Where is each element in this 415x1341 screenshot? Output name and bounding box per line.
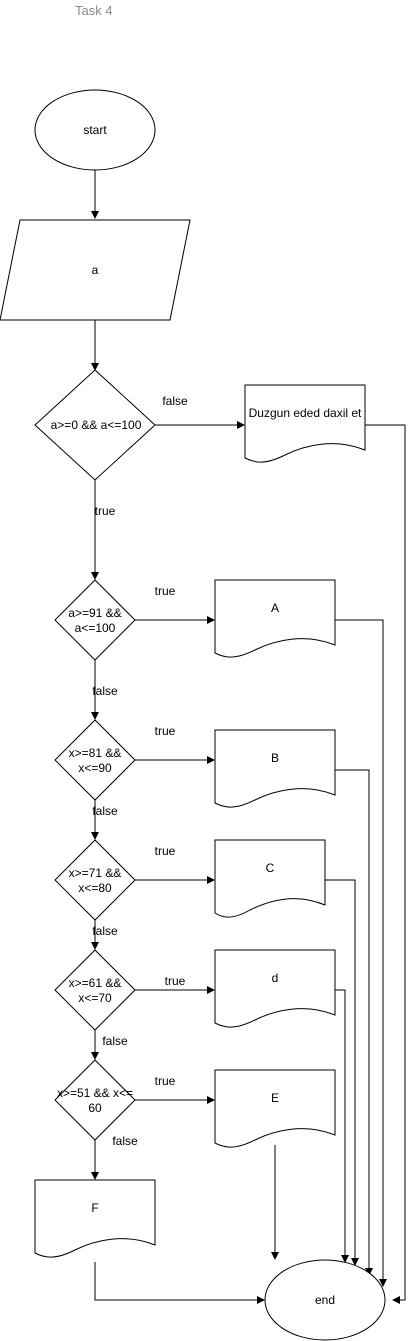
node-out-c: C [214, 839, 326, 918]
node-out-f-label: F [91, 1201, 98, 1215]
label-true-a: true [155, 584, 176, 598]
node-cond-range-label: a>=0 && a<=100 [51, 418, 142, 432]
edge-outd-end [335, 989, 349, 1263]
node-invalid-label: Duzgun eded daxil et [249, 406, 362, 420]
label-false-d: false [102, 1034, 128, 1048]
edge-invalid-end [365, 424, 406, 1304]
node-cond-d-line1: x>=61 && [69, 976, 122, 990]
node-cond-c-line1: x>=71 && [69, 866, 122, 880]
node-cond-e: x>=51 && x<= 60 [54, 1059, 136, 1141]
page-title: Task 4 [75, 3, 113, 18]
node-end: end [264, 1259, 386, 1341]
node-invalid: Duzgun eded daxil et [244, 384, 366, 463]
node-cond-e-line2: 60 [88, 1101, 102, 1115]
node-cond-d-line2: x<=70 [78, 991, 112, 1005]
node-cond-range: a>=0 && a<=100 [34, 369, 156, 481]
label-false-c: false [92, 924, 118, 938]
node-cond-b-line1: x>=81 && [69, 746, 122, 760]
node-cond-b: x>=81 && x<=90 [54, 719, 136, 801]
label-false-range: false [162, 394, 188, 408]
node-cond-b-line2: x<=90 [78, 761, 112, 775]
label-true-c: true [155, 844, 176, 858]
label-false-b: false [92, 804, 118, 818]
label-true-range: true [95, 504, 116, 518]
node-out-b-label: B [271, 751, 279, 765]
connectors [91, 170, 406, 1304]
node-cond-c-line2: x<=80 [78, 881, 112, 895]
node-cond-e-line1: x>=51 && x<= [57, 1086, 133, 1100]
label-true-b: true [155, 724, 176, 738]
node-cond-a: a>=91 && a<=100 [54, 579, 136, 661]
node-out-f: F [34, 1179, 156, 1258]
edge-outc-end [325, 879, 359, 1266]
node-out-e-label: E [271, 1091, 279, 1105]
node-start-label: start [83, 123, 107, 137]
node-cond-a-line1: a>=91 && [68, 606, 121, 620]
edge-outb-end [335, 769, 373, 1276]
node-end-label: end [315, 1293, 335, 1307]
node-out-d: d [214, 949, 336, 1028]
label-false-a: false [92, 684, 118, 698]
label-false-e: false [112, 1134, 138, 1148]
label-true-e: true [155, 1074, 176, 1088]
node-out-d-label: d [272, 971, 279, 985]
node-out-a: A [214, 579, 336, 658]
edge-outa-end [335, 619, 387, 1287]
node-cond-d: x>=61 && x<=70 [54, 949, 136, 1031]
node-input-label: a [92, 263, 99, 277]
node-start: start [34, 89, 156, 171]
node-cond-a-line2: a<=100 [75, 621, 116, 635]
node-input: a [0, 219, 191, 321]
edge-outf-end [94, 1262, 265, 1304]
node-cond-c: x>=71 && x<=80 [54, 839, 136, 921]
node-out-a-label: A [271, 601, 279, 615]
node-out-e: E [214, 1069, 336, 1148]
node-out-b: B [214, 729, 336, 808]
label-true-d: true [165, 974, 186, 988]
edge-labels: false true true false true false true fa… [92, 394, 188, 1148]
node-out-c-label: C [266, 861, 275, 875]
